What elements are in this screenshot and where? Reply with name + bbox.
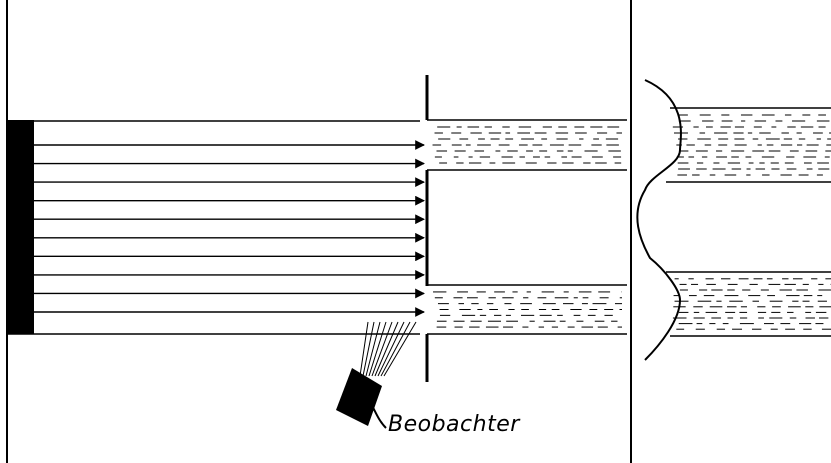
diffracted-band-lower (427, 284, 627, 335)
interference-band-upper (666, 107, 831, 183)
observer-sight-line (368, 321, 387, 377)
intensity-curve (636, 79, 682, 361)
light-source (7, 120, 34, 334)
observer-sight-line (383, 321, 417, 377)
interference-band-lower (666, 271, 831, 337)
observer-sight-line (374, 321, 399, 377)
observer-label: Beobachter (388, 412, 520, 437)
observer-sight-line (365, 321, 381, 377)
observer-sight-line (377, 321, 405, 377)
observer-body (336, 368, 382, 426)
observer (336, 321, 417, 429)
observer-sight-line (380, 321, 411, 377)
diffracted-band-upper (427, 119, 627, 171)
observer-sight-line (371, 321, 393, 377)
observer-sight-line (362, 321, 375, 377)
observer-pointer (369, 401, 387, 429)
incident-rays (34, 140, 425, 317)
observer-sight-line (359, 321, 369, 377)
